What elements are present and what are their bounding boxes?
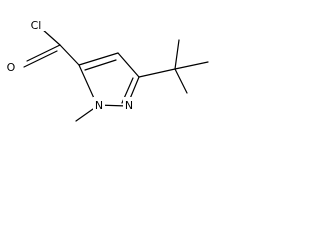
bond-ring-c5-c4-inner (84, 59, 117, 71)
bond-tbutyl-methyl-bottom (174, 68, 188, 94)
chemical-structure-diagram: Cl O N N (4, 17, 209, 122)
bond-n1-methyl (75, 108, 94, 122)
bond-c-ring (59, 44, 80, 66)
bond-c-o-double-2 (23, 50, 58, 68)
bond-tbutyl-methyl-top (174, 39, 180, 70)
atom-bg-o (4, 59, 18, 73)
atom-bg-n1 (93, 97, 105, 111)
bond-tbutyl-methyl-right (174, 61, 209, 70)
atom-bg-cl (27, 17, 45, 31)
bond-ring-c4-c3 (117, 52, 140, 78)
bond-c3-tbutyl (138, 68, 176, 78)
bond-c-o-double-1 (26, 44, 61, 62)
atom-label-cl: Cl (31, 19, 42, 32)
atom-bg-n2 (123, 97, 135, 111)
bond-c-cl (41, 28, 61, 46)
bond-ring-c5-c4-double (78, 52, 119, 66)
atom-label-o: O (7, 61, 16, 74)
atom-label-n2: N (125, 99, 133, 112)
atom-label-n1: N (95, 99, 103, 112)
